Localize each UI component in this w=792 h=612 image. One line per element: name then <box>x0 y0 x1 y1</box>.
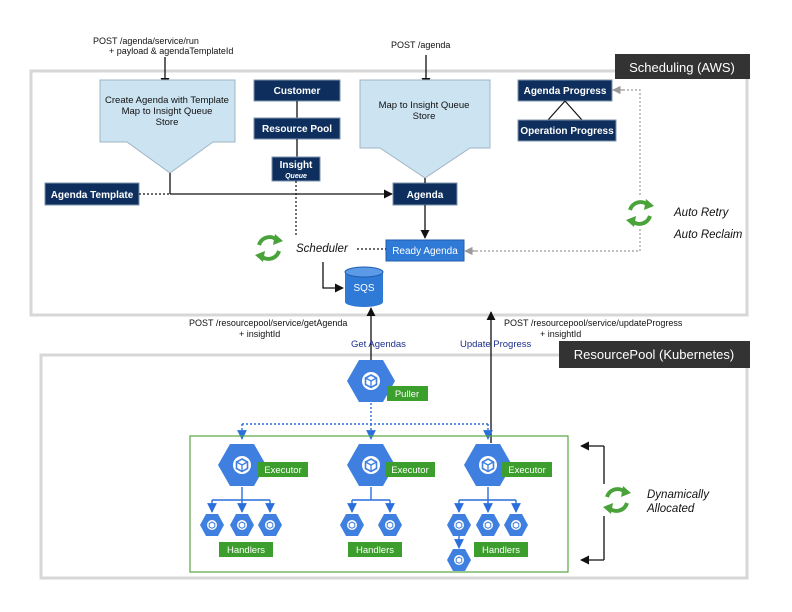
handlers-2-badge <box>348 542 402 557</box>
post-get-agenda-insight: + insightId <box>239 329 280 339</box>
map-queue-line1: Map to Insight Queue <box>379 100 470 111</box>
progress-loop <box>464 89 641 252</box>
handler-1-1-icon <box>199 513 225 537</box>
post-get-agenda-label: POST /resourcepool/service/getAgenda <box>189 318 347 328</box>
executor-container <box>189 435 569 573</box>
create-agenda-step: Create Agenda with Template Map to Insig… <box>99 79 236 174</box>
dynamically-label: Dynamically <box>647 489 710 501</box>
handler-1-2-icon <box>229 513 255 537</box>
ready-agenda-label: Ready Agenda <box>392 246 458 257</box>
map-queue-step: Map to Insight Queue Store <box>359 79 491 179</box>
progress-link <box>546 100 584 121</box>
handlers-3-label: Handlers <box>482 545 520 556</box>
handler-1-3-icon <box>257 513 283 537</box>
handlers-1-badge <box>219 542 273 557</box>
post-update-progress-label: POST /resourcepool/service/updateProgres… <box>504 318 683 328</box>
agenda-progress-label: Agenda Progress <box>524 86 607 97</box>
post-agenda-run-label: POST /agenda/service/run <box>93 36 199 46</box>
auto-reclaim-label: Auto Reclaim <box>673 229 743 241</box>
agenda-template-label: Agenda Template <box>51 190 134 201</box>
resourcepool-frame <box>39 353 749 580</box>
post-update-progress-insight: + insightId <box>540 329 581 339</box>
resource-pool-label: Resource Pool <box>262 124 332 135</box>
handler-3-2-icon <box>475 513 501 537</box>
queue-label: Queue <box>285 173 307 180</box>
operation-progress-node <box>517 119 617 142</box>
handler-3-4-icon <box>446 548 472 572</box>
scheduling-title: Scheduling (AWS) <box>629 60 735 75</box>
handlers-3-badge <box>474 542 528 557</box>
resourcepool-header <box>559 341 750 368</box>
handler-2-2-icon <box>377 513 403 537</box>
auto-retry-label: Auto Retry <box>673 207 730 219</box>
agenda-label: Agenda <box>407 190 444 201</box>
executor-3-badge <box>502 462 552 477</box>
executor-3-label: Executor <box>508 465 546 476</box>
handler-3-3-icon <box>503 513 529 537</box>
executor-2-label: Executor <box>391 465 429 476</box>
handlers-1-label: Handlers <box>227 545 265 556</box>
get-agendas-label: Get Agendas <box>351 339 406 350</box>
scheduler-cycle-icon <box>253 232 285 264</box>
auto-retry-cycle-icon <box>624 197 656 229</box>
create-agenda-line2: Map to Insight Queue <box>122 106 213 117</box>
puller-badge <box>387 386 428 401</box>
scheduling-header <box>615 54 750 79</box>
scheduling-frame <box>29 69 749 317</box>
scheduler-label: Scheduler <box>296 243 349 255</box>
sqs-label: SQS <box>353 283 374 294</box>
executor-2-badge <box>385 462 435 477</box>
operation-progress-label: Operation Progress <box>520 126 614 137</box>
handler-3-1-icon <box>446 513 472 537</box>
insight-label: Insight <box>280 160 313 171</box>
allocated-label: Allocated <box>646 503 695 515</box>
handlers-2-label: Handlers <box>356 545 394 556</box>
map-queue-line2: Store <box>413 111 436 122</box>
handler-2-1-icon <box>339 513 365 537</box>
post-agenda-run-payload: + payload & agendaTemplateId <box>109 46 233 56</box>
update-progress-label: Update Progress <box>460 339 532 350</box>
dynamic-cycle-icon <box>601 484 633 516</box>
create-agenda-line1: Create Agenda with Template <box>105 95 229 106</box>
create-agenda-line3: Store <box>156 117 179 128</box>
sqs-queue-icon <box>344 266 384 307</box>
customer-label: Customer <box>274 86 321 97</box>
scheduler-to-sqs-arrow <box>322 262 344 293</box>
executor-1-label: Executor <box>264 465 302 476</box>
puller-label: Puller <box>395 389 419 400</box>
executor-1-badge <box>258 462 308 477</box>
resourcepool-title: ResourcePool (Kubernetes) <box>574 347 734 362</box>
post-agenda-label: POST /agenda <box>391 40 450 50</box>
